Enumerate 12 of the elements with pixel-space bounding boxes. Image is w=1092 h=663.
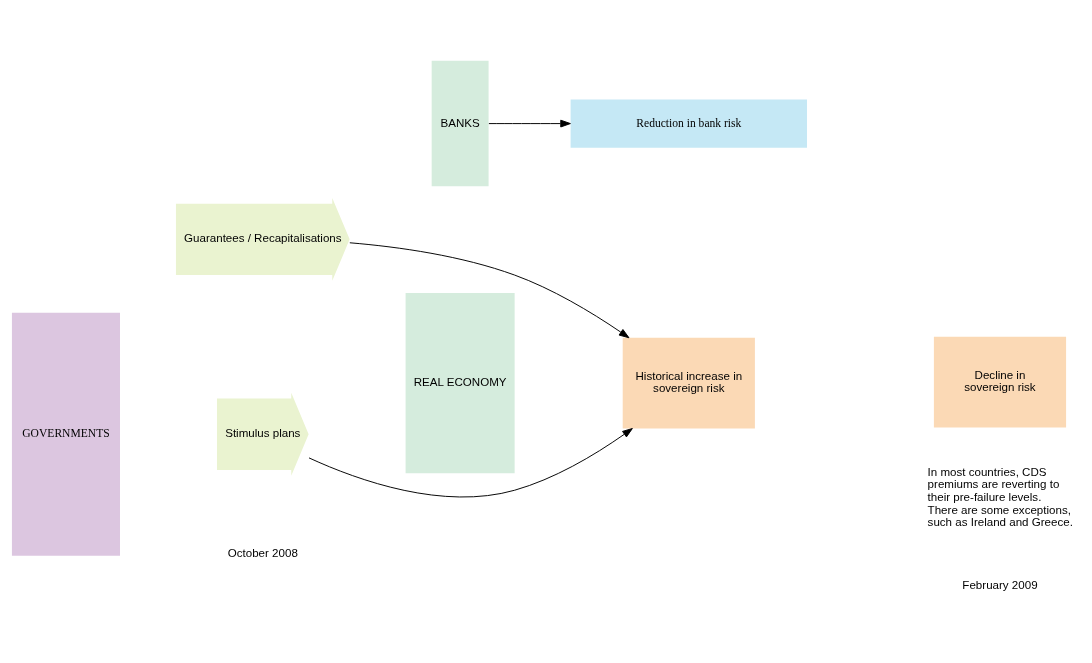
node-box: Decline in sovereign risk xyxy=(933,336,1067,428)
node-box: GOVERNMENTS xyxy=(11,312,120,556)
node-box: Reduction in bank risk xyxy=(570,98,807,148)
node-box: Historical increase in sovereign risk xyxy=(622,337,755,428)
arrow xyxy=(488,119,571,127)
arrow xyxy=(349,241,630,338)
label: February 2009 xyxy=(962,578,1038,591)
node-box: BANKS xyxy=(431,60,489,186)
node-box: REAL ECONOMY xyxy=(405,292,515,473)
label: October 2008 xyxy=(227,546,298,559)
label: In most countries, CDS premiums are reverting to their pre-failure levels. There are some exceptions, such as Ireland and Greece. xyxy=(927,465,1073,528)
arrow xyxy=(308,427,633,497)
